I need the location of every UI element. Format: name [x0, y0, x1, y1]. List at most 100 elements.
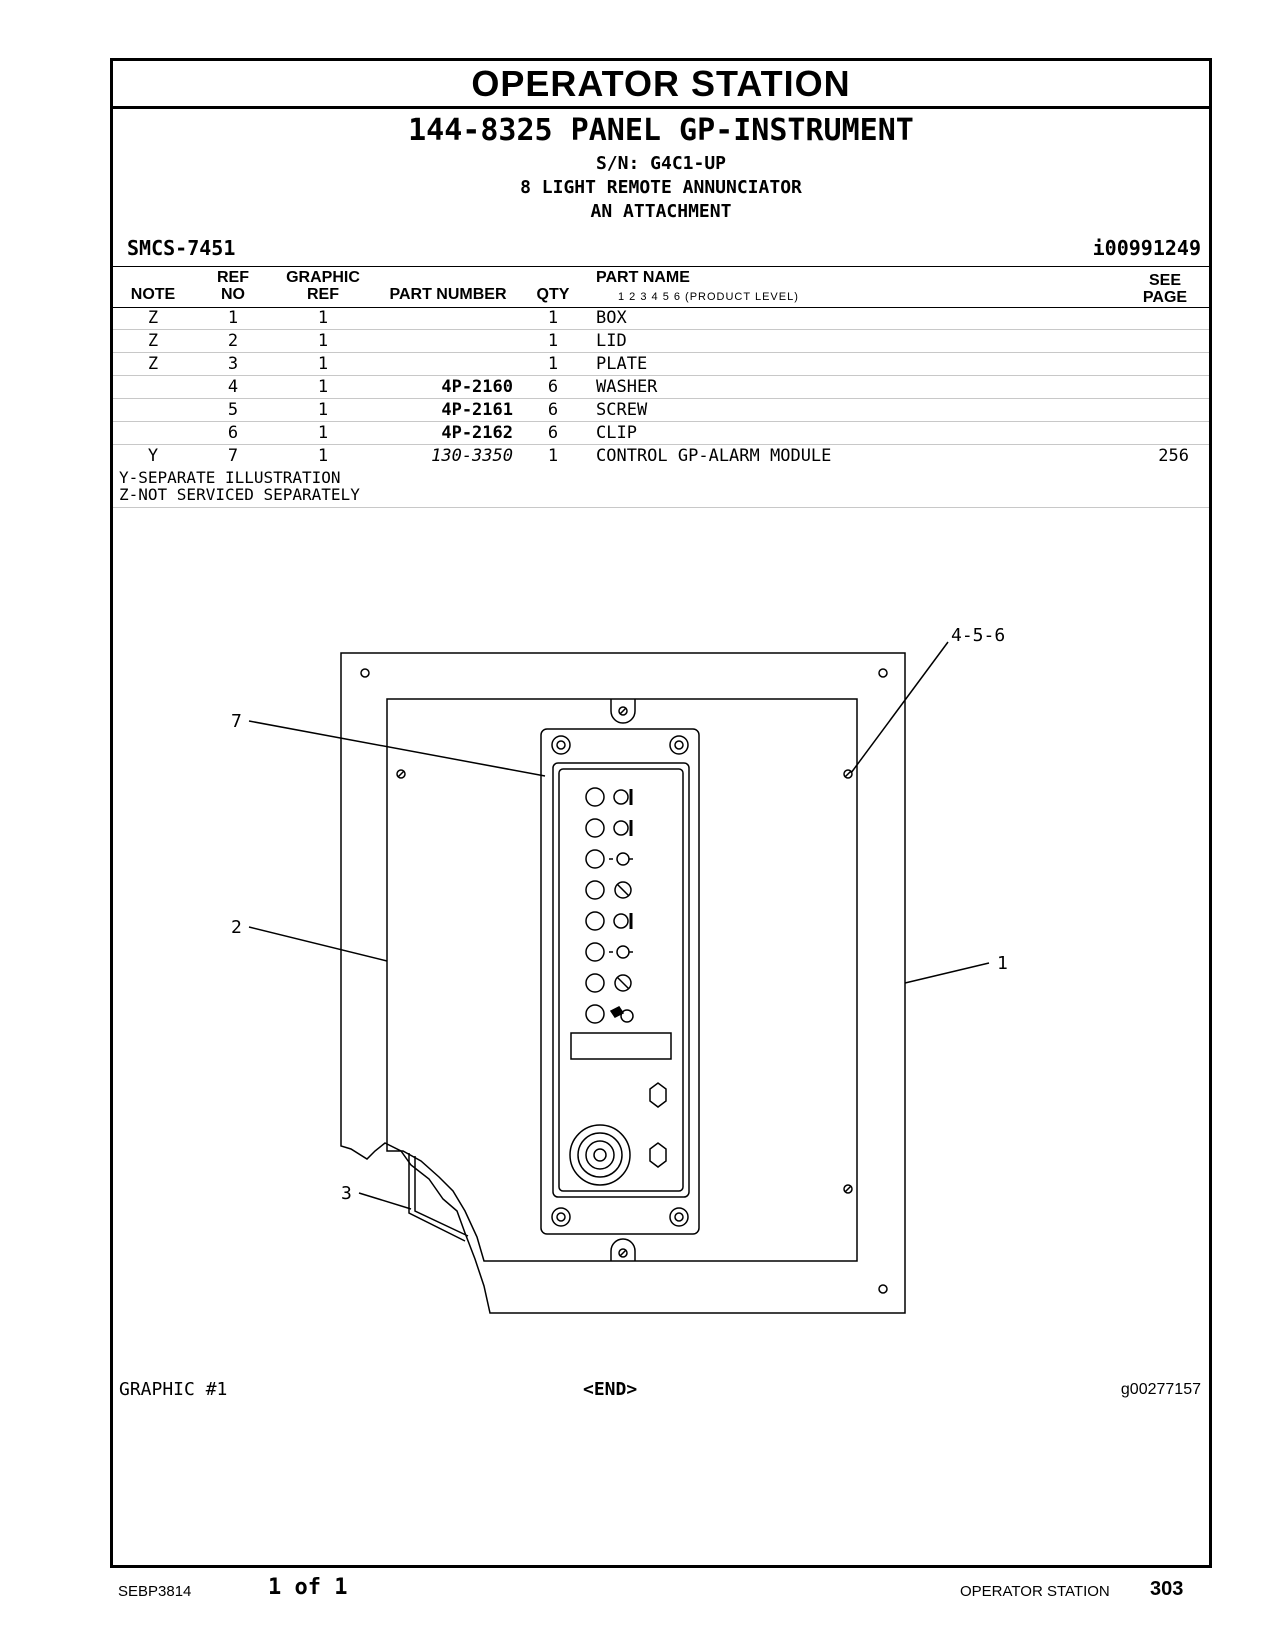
callout-7: 7: [231, 711, 242, 732]
push-button-icon: [649, 1142, 667, 1168]
table-row: Z 3 1 1 PLATE: [113, 352, 1209, 376]
notes-divider: [113, 507, 1209, 508]
header-qty: QTY: [536, 286, 570, 303]
smcs-code: SMCS-7451: [127, 236, 236, 260]
exploded-view-illustration: 4-5-6 7 2 1 3: [231, 625, 1008, 1314]
label-window: [570, 1032, 672, 1060]
key-switch-icon: [569, 1124, 631, 1186]
row-qty: 1: [547, 354, 559, 374]
leader-line-2: [248, 926, 388, 962]
table-row: 6 1 4P-2162 6 CLIP: [113, 421, 1209, 445]
leader-line-7: [248, 720, 546, 777]
row-qty: 6: [547, 377, 559, 397]
row-part-number[interactable]: 4P-2160: [441, 377, 513, 397]
row-ref-no: 6: [227, 423, 239, 443]
row-graphic-ref: 1: [317, 354, 329, 374]
header-part-number: PART NUMBER: [389, 286, 507, 303]
row-qty: 6: [547, 423, 559, 443]
row-note: Z: [147, 308, 159, 328]
row-ref-no: 2: [227, 331, 239, 351]
plate-edge-inner: [414, 1156, 469, 1237]
row-graphic-ref: 1: [317, 331, 329, 351]
screw-icon: [551, 735, 571, 755]
row-ref-no: 4: [227, 377, 239, 397]
mount-hole: [360, 668, 370, 678]
table-row: 4 1 4P-2160 6 WASHER: [113, 375, 1209, 399]
row-part-name: CONTROL GP-ALARM MODULE: [596, 446, 832, 466]
note-y: Y-SEPARATE ILLUSTRATION: [119, 468, 341, 487]
screw-icon: [551, 1207, 571, 1227]
group-title: 144-8325 PANEL GP-INSTRUMENT: [408, 113, 914, 148]
callout-4-5-6: 4-5-6: [951, 625, 1005, 646]
row-ref-no: 3: [227, 354, 239, 374]
table-header: NOTE REF NO GRAPHIC REF PART NUMBER QTY …: [113, 266, 1209, 308]
section-title: OPERATOR STATION: [113, 61, 1209, 109]
row-note: Y: [147, 446, 159, 466]
module-bezel: [552, 762, 690, 1198]
row-note: Z: [147, 354, 159, 374]
graphic-label: GRAPHIC #1: [119, 1379, 228, 1400]
illustration-id: i00991249: [1092, 236, 1201, 260]
row-note: Z: [147, 331, 159, 351]
indicator-lights: [585, 787, 634, 1024]
lid-screws: [396, 699, 853, 1261]
mount-hole: [878, 668, 888, 678]
leader-line-3: [358, 1192, 412, 1210]
module-bezel-inner: [558, 768, 684, 1192]
plate-edge: [408, 1153, 466, 1242]
row-graphic-ref: 1: [317, 377, 329, 397]
screw-icon: [669, 1207, 689, 1227]
page-frame: OPERATOR STATION 144-8325 PANEL GP-INSTR…: [110, 58, 1212, 1568]
row-qty: 6: [547, 400, 559, 420]
notes-block: Y-SEPARATE ILLUSTRATION Z-NOT SERVICED S…: [119, 469, 360, 503]
footer-section-name: OPERATOR STATION: [960, 1583, 1110, 1600]
lid-outline: [386, 698, 858, 1262]
row-graphic-ref: 1: [317, 308, 329, 328]
footer-document-number: SEBP3814: [118, 1583, 192, 1600]
row-part-name: LID: [596, 331, 627, 351]
end-mark: <END>: [583, 1379, 638, 1400]
table-row: Z 1 1 1 BOX: [113, 306, 1209, 330]
note-z: Z-NOT SERVICED SEPARATELY: [119, 485, 360, 504]
row-qty: 1: [547, 308, 559, 328]
header-product-level: 1 2 3 4 5 6 (PRODUCT LEVEL): [618, 291, 799, 303]
box-outline: [340, 652, 906, 1314]
push-button-icon: [649, 1082, 667, 1108]
description-line-2: AN ATTACHMENT: [590, 201, 732, 222]
row-graphic-ref: 1: [317, 446, 329, 466]
leader-line-1: [904, 962, 990, 984]
footer-page-number: 303: [1150, 1578, 1184, 1600]
row-part-number[interactable]: 4P-2161: [441, 400, 513, 420]
header-graphic-ref: GRAPHIC REF: [286, 269, 360, 303]
row-part-name: PLATE: [596, 354, 648, 374]
row-part-name: CLIP: [596, 423, 637, 443]
row-graphic-ref: 1: [317, 423, 329, 443]
row-see-page[interactable]: 256: [1158, 446, 1189, 466]
row-part-number[interactable]: 4P-2162: [441, 423, 513, 443]
row-part-number[interactable]: 130-3350: [431, 446, 513, 466]
row-graphic-ref: 1: [317, 400, 329, 420]
row-part-name: SCREW: [596, 400, 648, 420]
row-part-name: BOX: [596, 308, 627, 328]
callout-3: 3: [341, 1183, 352, 1204]
row-qty: 1: [547, 331, 559, 351]
graphic-id: g00277157: [1120, 1381, 1201, 1398]
footer-page-count: 1 of 1: [268, 1575, 348, 1600]
serial-number: S/N: G4C1-UP: [595, 153, 727, 174]
description-line-1: 8 LIGHT REMOTE ANNUNCIATOR: [520, 177, 802, 198]
header-note: NOTE: [130, 286, 176, 303]
header-ref-no: REF NO: [217, 269, 249, 303]
table-row: Z 2 1 1 LID: [113, 329, 1209, 353]
row-ref-no: 5: [227, 400, 239, 420]
callout-2: 2: [231, 917, 242, 938]
row-part-name: WASHER: [596, 377, 658, 397]
header-see-page: SEE PAGE: [1142, 272, 1188, 306]
callout-1: 1: [997, 953, 1008, 974]
header-part-name: PART NAME: [596, 269, 690, 286]
row-ref-no: 7: [227, 446, 239, 466]
table-row: 5 1 4P-2161 6 SCREW: [113, 398, 1209, 422]
mount-hole: [878, 1284, 888, 1294]
row-ref-no: 1: [227, 308, 239, 328]
table-row: Y 7 1 130-3350 1 CONTROL GP-ALARM MODULE…: [113, 444, 1209, 467]
row-qty: 1: [547, 446, 559, 466]
